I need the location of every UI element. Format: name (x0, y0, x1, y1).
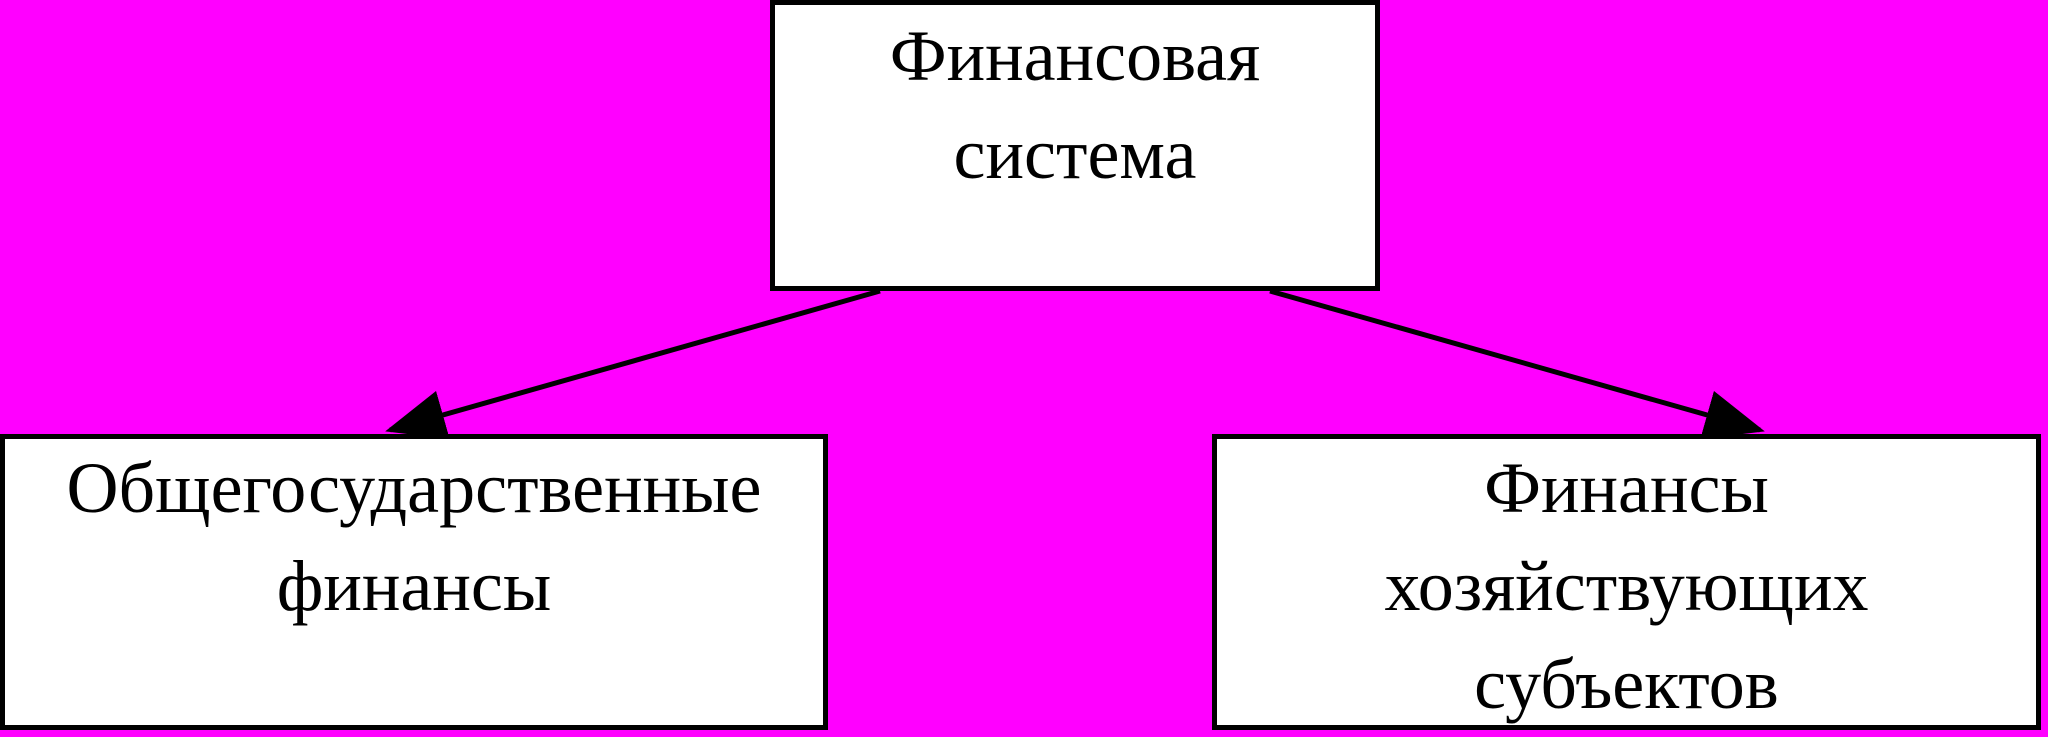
node-business-entities-finance: Финансы хозяйствующих субъектов (1212, 434, 2041, 730)
arrow-root-to-left (385, 288, 881, 440)
node-public-finance: Общегосударственные финансы (0, 434, 828, 730)
node-financial-system-line-1: Финансовая (889, 16, 1261, 96)
node-public-finance-line-2: финансы (276, 546, 552, 626)
node-business-entities-finance-line-3: субъектов (1474, 644, 1779, 724)
node-financial-system-line-2: система (953, 114, 1197, 194)
node-financial-system: Финансовая система (770, 0, 1380, 291)
node-business-entities-finance-line-2: хозяйствующих (1384, 546, 1869, 626)
node-public-finance-line-1: Общегосударственные (66, 448, 762, 528)
node-business-entities-finance-line-1: Финансы (1484, 448, 1769, 528)
arrow-root-to-right (1269, 288, 1765, 440)
